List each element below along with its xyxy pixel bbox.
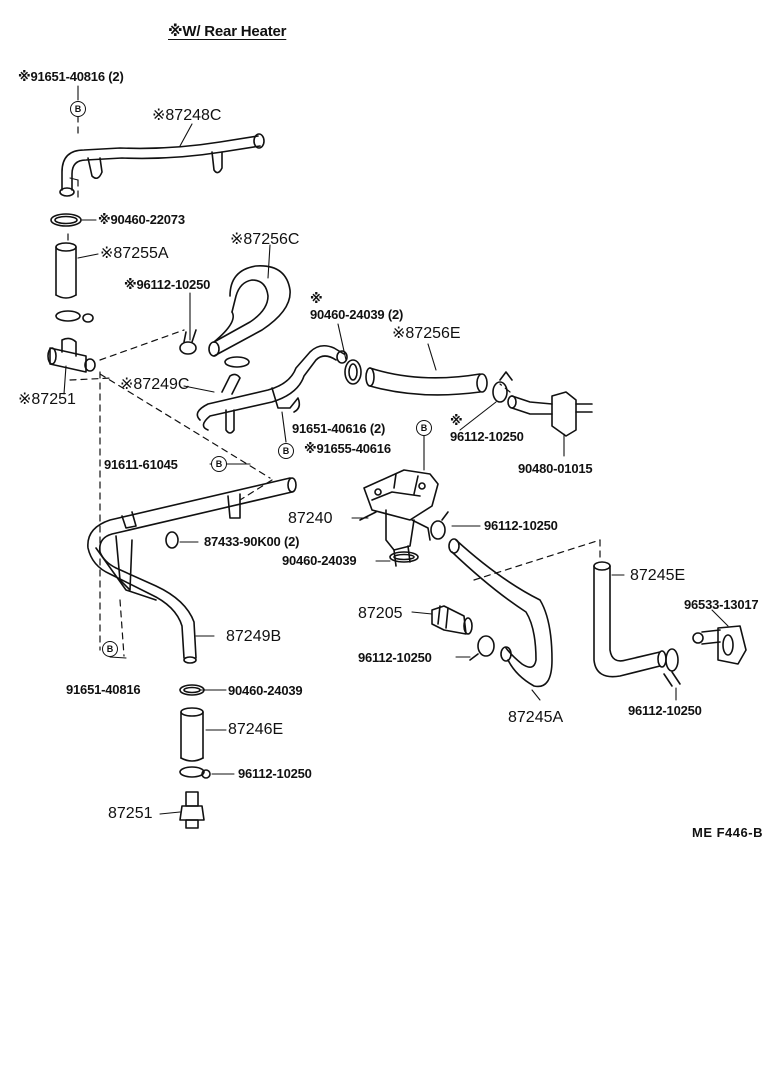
diagram-title: ※W/ Rear Heater: [168, 23, 287, 40]
label-90460-24039-star: ※: [310, 291, 323, 306]
label-96112-10250-e: 96112-10250: [238, 766, 312, 781]
badge-b-2: B: [416, 420, 432, 436]
hose-87246e-drawing: [180, 707, 204, 762]
label-87245e: 87245E: [630, 567, 686, 584]
hose-87255a-drawing: [55, 242, 77, 299]
label-87240: 87240: [288, 510, 333, 527]
label-87256e: ※87256E: [392, 325, 461, 342]
fitting-87251-top-drawing: [47, 337, 96, 373]
badge-b-1: B: [70, 101, 86, 117]
badge-b-3: B: [278, 443, 294, 459]
label-87205: 87205: [358, 605, 403, 622]
pipe-87249b-drawing: [87, 477, 297, 664]
label-87251-bottom: 87251: [108, 805, 153, 822]
label-96112-10250-a: ※96112-10250: [124, 277, 211, 292]
label-96112-10250-f: 96112-10250: [628, 703, 702, 718]
ring-90460-22073-drawing: [50, 213, 82, 227]
label-91655-40616: ※91655-40616: [304, 441, 391, 456]
label-96112-star: ※: [450, 413, 463, 428]
label-90460-22073: ※90460-22073: [98, 212, 185, 227]
label-91611-61045: 91611-61045: [104, 457, 178, 472]
figure-code: ME F446-B: [692, 825, 763, 840]
label-96533-13017: 96533-13017: [684, 597, 759, 612]
label-90460-24039-2: 90460-24039 (2): [310, 307, 404, 322]
label-91651-40616-2: 91651-40616 (2): [292, 421, 386, 436]
label-90460-24039-b: 90460-24039: [282, 553, 357, 568]
hose-87256e-drawing: [365, 367, 488, 396]
dashed-reference-lines: [67, 115, 601, 657]
hose-87245a-drawing: [448, 538, 553, 688]
label-87249b: 87249B: [226, 628, 282, 645]
label-87255a: ※87255A: [100, 245, 169, 262]
badge-b-4: B: [211, 456, 227, 472]
badge-b-5: B: [102, 641, 118, 657]
nozzle-90480-01015-drawing: [507, 391, 593, 437]
label-87433-90k00: 87433-90K00 (2): [204, 534, 300, 549]
fitting-87251-bottom-drawing: [179, 791, 205, 829]
label-91651-40816: 91651-40816: [66, 682, 141, 697]
label-90460-24039-c: 90460-24039: [228, 683, 303, 698]
leader-lines: [63, 85, 729, 815]
valve-87240-drawing: [359, 469, 439, 567]
label-90480-01015: 90480-01015: [518, 461, 593, 476]
label-87251-top: ※87251: [18, 391, 76, 408]
bracket-96533-13017-drawing: [692, 625, 747, 665]
label-96112-10250-b: 96112-10250: [450, 429, 524, 444]
label-87245a: 87245A: [508, 709, 564, 726]
pipe-87248c-drawing: [59, 133, 265, 197]
label-87246e: 87246E: [228, 721, 284, 738]
label-87256c: ※87256C: [230, 231, 300, 248]
hose-87256c-drawing: [208, 265, 291, 357]
plug-87205-drawing: [431, 605, 473, 635]
label-87248c: ※87248C: [152, 107, 222, 124]
label-96112-10250-c: 96112-10250: [484, 518, 558, 533]
pipe-87249c-drawing: [196, 344, 348, 434]
label-87249c: ※87249C: [120, 376, 190, 393]
label-96112-10250-d: 96112-10250: [358, 650, 432, 665]
label-91651-40816-2: ※91651-40816 (2): [18, 69, 124, 84]
